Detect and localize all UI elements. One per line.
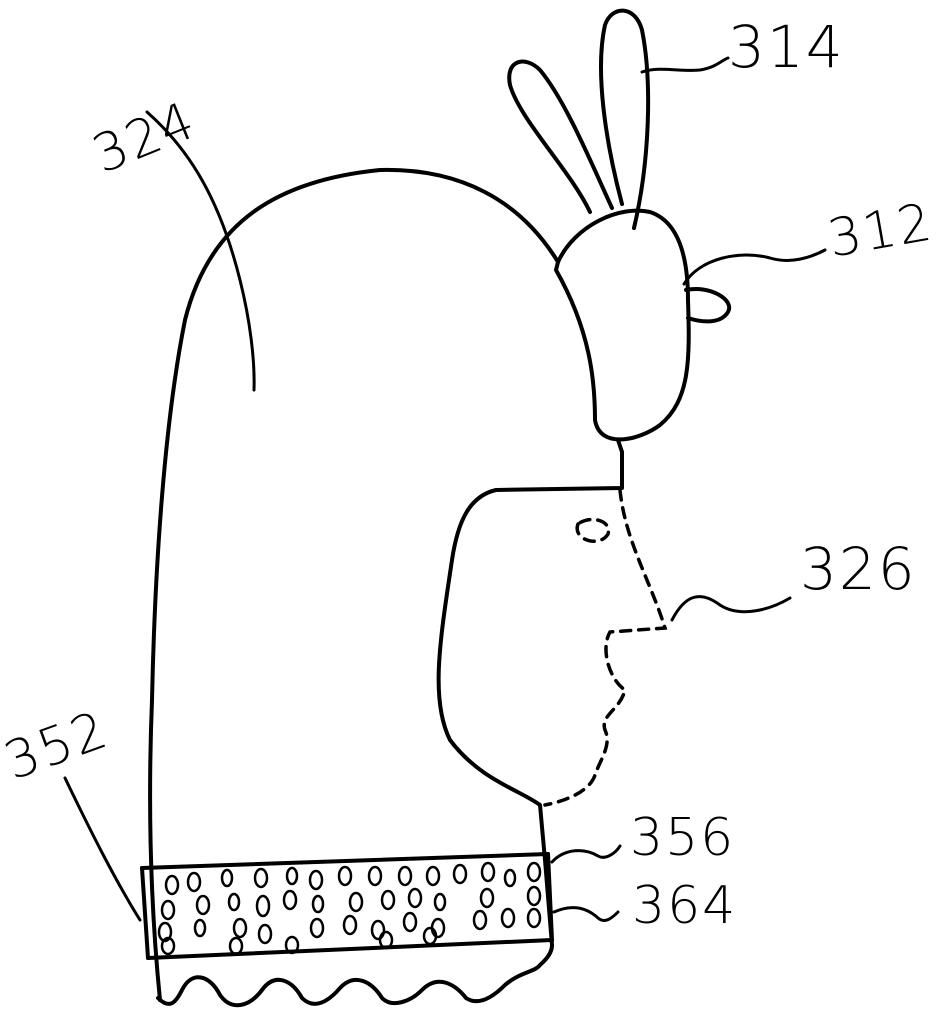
leader-lines (63, 56, 827, 922)
label-364: 364 (632, 876, 738, 936)
puppet-head (554, 208, 732, 454)
label-356: 356 (630, 808, 736, 868)
mitten-body (148, 167, 624, 1002)
band-texture (157, 861, 542, 956)
puppet-ears (507, 8, 651, 230)
scalloped-hem (156, 943, 554, 1008)
thumb-dashed-outline (543, 488, 668, 807)
label-314: 314 (728, 13, 845, 81)
cuff-band (140, 852, 554, 960)
label-326: 326 (800, 535, 917, 603)
